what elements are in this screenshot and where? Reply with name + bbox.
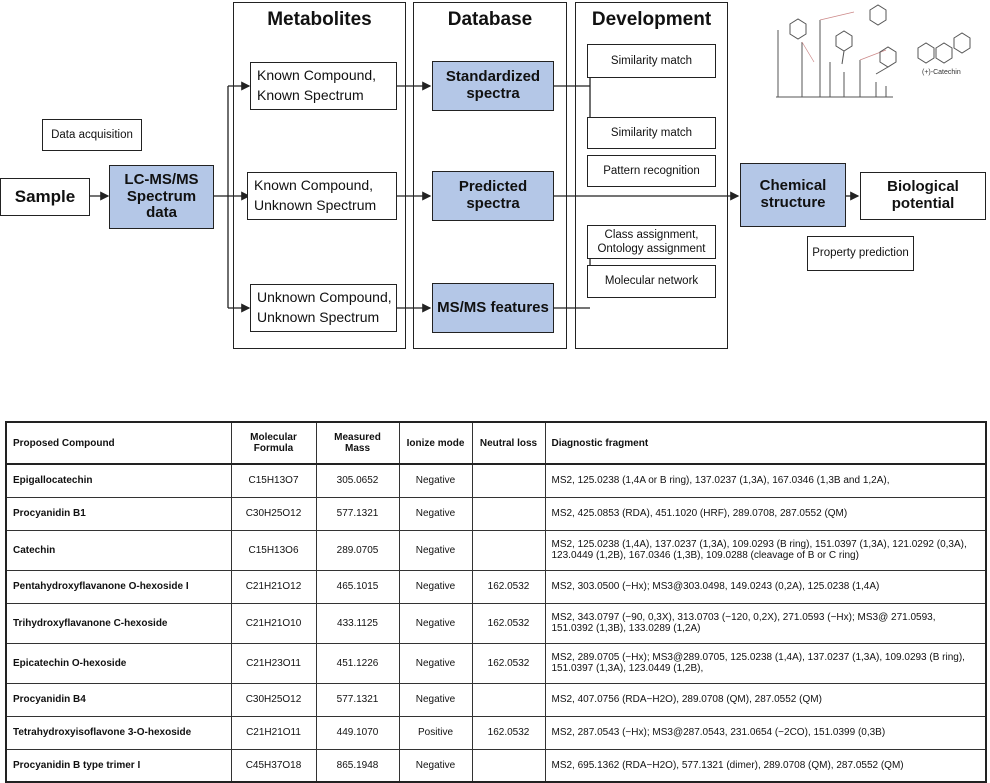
formula-cell: C45H37O18 [230,748,317,783]
mode-cell: Negative [398,748,473,783]
loss-cell [471,682,546,717]
loss-cell: 162.0532 [471,642,546,684]
development-title: Development [591,9,712,30]
pattern-recognition-box: Pattern recognition [587,155,716,187]
database-title: Database [447,9,533,30]
mode-cell: Negative [398,569,473,604]
mode-cell: Negative [398,682,473,717]
compound-cell: Procyanidin B type trimer I [5,748,232,783]
formula-cell: C15H13O6 [230,529,317,571]
table-header-row: Proposed Compound Molecular Formula Meas… [5,421,987,465]
fragment-cell: MS2, 343.0797 (−90, 0,3X), 313.0703 (−12… [544,602,987,644]
similarity-match-box-2: Similarity match [587,117,716,149]
mode-cell: Negative [398,642,473,684]
standardized-spectra-box: Standardized spectra [432,61,554,111]
compound-cell: Procyanidin B4 [5,682,232,717]
mode-cell: Negative [398,496,473,531]
table-row: Pentahydroxyflavanone O-hexoside I C21H2… [5,569,987,604]
fragment-cell: MS2, 125.0238 (1,4A), 137.0237 (1,3A), 1… [544,529,987,571]
mass-cell: 433.1125 [315,602,400,644]
lcms-spectrum-box: LC-MS/MS Spectrum data [109,165,214,229]
class-ontology-assignment-box: Class assignment, Ontology assignment [587,225,716,259]
spectrum-structure-illustration [776,4,971,98]
loss-cell [471,496,546,531]
loss-cell [471,529,546,571]
table-row: Epigallocatechin C15H13O7 305.0652 Negat… [5,463,987,498]
sample-box: Sample [0,178,90,216]
fragment-cell: MS2, 425.0853 (RDA), 451.1020 (HRF), 289… [544,496,987,531]
similarity-match-box-1: Similarity match [587,44,716,78]
known-compound-known-spectrum-box: Known Compound, Known Spectrum [250,62,397,110]
formula-cell: C21H21O11 [230,715,317,750]
formula-cell: C21H21O12 [230,569,317,604]
table-row: Tetrahydroxyisoflavone 3-O-hexoside C21H… [5,715,987,750]
mass-cell: 289.0705 [315,529,400,571]
molecular-network-box: Molecular network [587,265,716,298]
loss-cell [471,463,546,498]
connector-lines [90,78,860,313]
metabolites-title: Metabolites [267,9,372,30]
biological-potential-box: Biological potential [860,172,986,220]
header-diagnostic-fragment: Diagnostic fragment [544,421,987,465]
mass-cell: 451.1226 [315,642,400,684]
fragment-cell: MS2, 303.0500 (−Hx); MS3@303.0498, 149.0… [544,569,987,604]
mode-cell: Positive [398,715,473,750]
compound-cell: Procyanidin B1 [5,496,232,531]
header-neutral-loss: Neutral loss [471,421,546,465]
table-row: Procyanidin B1 C30H25O12 577.1321 Negati… [5,496,987,531]
loss-cell: 162.0532 [471,569,546,604]
table-row: Epicatechin O-hexoside C21H23O11 451.122… [5,642,987,684]
loss-cell [471,748,546,783]
mass-cell: 305.0652 [315,463,400,498]
mass-cell: 577.1321 [315,682,400,717]
header-ionize-mode: Ionize mode [398,421,473,465]
header-molecular-formula: Molecular Formula [230,421,317,465]
compound-table: Proposed Compound Molecular Formula Meas… [5,421,987,783]
table-row: Procyanidin B4 C30H25O12 577.1321 Negati… [5,682,987,717]
mass-cell: 865.1948 [315,748,400,783]
compound-cell: Catechin [5,529,232,571]
formula-cell: C21H23O11 [230,642,317,684]
mass-cell: 577.1321 [315,496,400,531]
mode-cell: Negative [398,529,473,571]
catechin-label: (+)-Catechin [922,69,961,76]
mass-cell: 465.1015 [315,569,400,604]
table-row: Procyanidin B type trimer I C45H37O18 86… [5,748,987,783]
loss-cell: 162.0532 [471,715,546,750]
chemical-structure-box: Chemical structure [740,163,846,227]
compound-cell: Epigallocatechin [5,463,232,498]
fragment-cell: MS2, 695.1362 (RDA−H2O), 577.1321 (dimer… [544,748,987,783]
formula-cell: C30H25O12 [230,682,317,717]
formula-cell: C30H25O12 [230,496,317,531]
fragment-cell: MS2, 287.0543 (−Hx); MS3@287.0543, 231.0… [544,715,987,750]
formula-cell: C21H21O10 [230,602,317,644]
mass-cell: 449.1070 [315,715,400,750]
workflow-diagram: Metabolites Database Development [0,0,990,355]
unknown-compound-unknown-spectrum-box: Unknown Compound, Unknown Spectrum [250,284,397,332]
table-row: Catechin C15H13O6 289.0705 Negative MS2,… [5,529,987,571]
fragment-cell: MS2, 407.0756 (RDA−H2O), 289.0708 (QM), … [544,682,987,717]
mode-cell: Negative [398,463,473,498]
data-acquisition-label: Data acquisition [42,119,142,151]
header-measured-mass: Measured Mass [315,421,400,465]
table-row: Trihydroxyflavanone C-hexoside C21H21O10… [5,602,987,644]
compound-cell: Pentahydroxyflavanone O-hexoside I [5,569,232,604]
compound-cell: Epicatechin O-hexoside [5,642,232,684]
known-compound-unknown-spectrum-box: Known Compound, Unknown Spectrum [247,172,397,220]
compound-cell: Tetrahydroxyisoflavone 3-O-hexoside [5,715,232,750]
formula-cell: C15H13O7 [230,463,317,498]
header-proposed-compound: Proposed Compound [5,421,232,465]
fragment-cell: MS2, 289.0705 (−Hx); MS3@289.0705, 125.0… [544,642,987,684]
fragment-cell: MS2, 125.0238 (1,4A or B ring), 137.0237… [544,463,987,498]
loss-cell: 162.0532 [471,602,546,644]
predicted-spectra-box: Predicted spectra [432,171,554,221]
property-prediction-box: Property prediction [807,236,914,271]
msms-features-box: MS/MS features [432,283,554,333]
mode-cell: Negative [398,602,473,644]
compound-cell: Trihydroxyflavanone C-hexoside [5,602,232,644]
